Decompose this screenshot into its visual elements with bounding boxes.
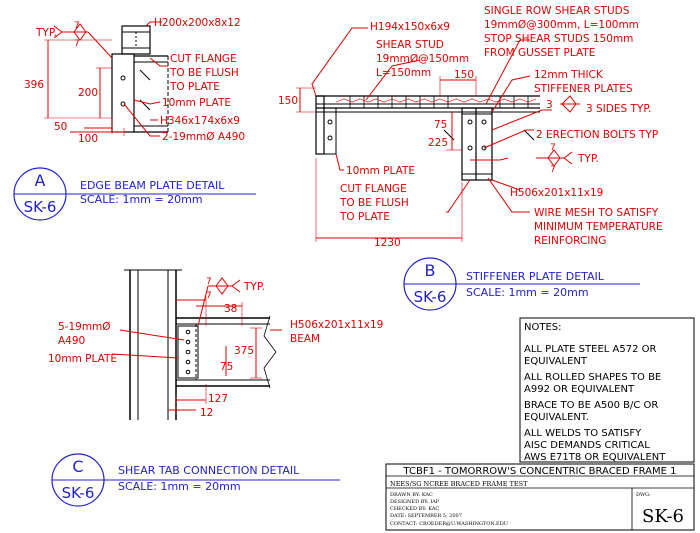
title-dwg-number: SK-6 [642,506,684,527]
detail-a-labels: TYP. 7 7 H200x200x8x12 CUT FLANGE TO BE … [24,17,245,145]
notes-box: NOTES: ALL PLATE STEEL A572 OR EQUIVALEN… [519,317,695,463]
title-checked: CHECKED BY: KAC [390,506,439,512]
title-subtitle: NEES/SG NCREE BRACED FRAME TEST [390,480,528,488]
detail-b-labels: H194x150x6x9 SHEAR STUD 19mmØ@150mm L=15… [278,5,663,249]
bubble-c: C SK-6 SHEAR TAB CONNECTION DETAIL SCALE… [51,453,340,507]
note-2a: ALL ROLLED SHAPES TO BE [524,372,661,383]
a-beam-top: H200x200x8x12 [154,17,241,29]
b-shear-stud-3: L=150mm [376,67,431,79]
detail-b-title: STIFFENER PLATE DETAIL [466,270,605,283]
b-dim-1230: 1230 [374,237,401,249]
note-4b: AISC DEMANDS CRITICAL [524,440,650,451]
c-dim-38: 38 [224,303,237,315]
b-shear-stud-1: SHEAR STUD [376,39,444,51]
c-beam-2: BEAM [290,333,320,345]
c-plate: 10mm PLATE [48,353,117,365]
a-dim-396: 396 [24,79,44,91]
detail-c-scale: SCALE: 1mm = 20mm [118,480,241,493]
b-plate: 10mm PLATE [346,165,415,177]
bubble-a-sheet: SK-6 [24,198,57,216]
b-stiff-2: STIFFENER PLATES [534,83,633,95]
c-beam-1: H506x201x11x19 [290,319,383,331]
bubble-b-sheet: SK-6 [414,288,447,306]
c-weld-size-bot: 7 [206,291,212,301]
a-weld-typ: TYP. [35,27,57,39]
title-drawn: DRAWN BY: KAC [390,492,433,498]
a-plate: 10mm PLATE [162,97,231,109]
a-cut-flange-2: TO BE FLUSH [169,67,239,79]
bubble-c-sheet: SK-6 [62,484,95,502]
bubble-a: A SK-6 EDGE BEAM PLATE DETAIL SCALE: 1mm… [13,167,256,221]
a-weld-size-top: 7 [74,21,80,31]
b-weld-size-bot: 7 [550,165,556,175]
note-3b: EQUIVALENT. [524,412,589,423]
c-weld-size-top: 7 [206,277,212,287]
a-dim-50: 50 [54,121,67,133]
b-weld-3: 3 [546,99,553,111]
bubble-a-letter: A [35,171,46,190]
b-wire-1: WIRE MESH TO SATISFY [534,207,659,219]
note-3a: BRACE TO BE A500 B/C OR [524,400,658,411]
b-dim-150-top: 150 [454,69,474,81]
detail-c-drawing [111,269,282,420]
title-designed: DESIGNED BY: IAP [390,499,440,505]
b-stiff-1: 12mm THICK [534,69,604,81]
detail-b-drawing [296,27,580,242]
detail-c-labels: 7 7 TYP. 5-19mmØ A490 10mm PLATE H506x20… [48,277,383,419]
a-cut-flange-3: TO PLATE [169,81,220,93]
detail-a-title: EDGE BEAM PLATE DETAIL [80,179,225,192]
title-dwg-label: DWG: [636,492,651,498]
b-weld-sides: 3 SIDES TYP. [586,103,651,115]
title-contact: CONTACT: CROEDER@U.WASHINGTON.EDU [390,520,508,527]
bubble-b-letter: B [425,261,436,280]
a-bolts: 2-19mmØ A490 [162,131,245,143]
detail-c-title: SHEAR TAB CONNECTION DETAIL [118,464,300,477]
notes-heading: NOTES: [524,322,562,333]
detail-a-drawing [44,21,169,137]
b-dim-225: 225 [428,137,448,149]
c-bolts-2: A490 [58,335,85,347]
c-dim-75: 75 [220,361,233,373]
c-weld-typ: TYP. [243,281,265,293]
b-cut-flange-3: TO PLATE [339,211,390,223]
detail-a-scale: SCALE: 1mm = 20mm [80,193,203,206]
title-date: DATE: SEPTEMBER 5, 2007 [390,513,462,519]
b-single-row-4: FROM GUSSET PLATE [484,47,595,59]
b-beam-top: H194x150x6x9 [370,21,450,33]
c-bolts-1: 5-19mmØ [58,321,111,333]
b-wire-2: MINIMUM TEMPERATURE [534,221,663,233]
a-cut-flange-1: CUT FLANGE [170,53,237,65]
b-wire-3: REINFORCING [534,235,606,247]
b-weld-typ: TYP. [577,153,599,165]
note-1a: ALL PLATE STEEL A572 OR [524,344,656,355]
a-dim-100: 100 [78,133,98,145]
b-beam-main: H506x201x11x19 [510,187,603,199]
b-shear-stud-2: 19mmØ@150mm [376,53,469,65]
b-cut-flange-2: TO BE FLUSH [339,197,409,209]
b-cut-flange-1: CUT FLANGE [340,183,407,195]
c-dim-375: 375 [234,345,254,357]
note-4c: AWS E71T8 OR EQUIVALENT [524,452,666,463]
b-dim-75: 75 [434,119,447,131]
title-project: TCBF1 - TOMORROW'S CONCENTRIC BRACED FRA… [402,466,676,477]
b-single-row-2: 19mmØ@300mm, L=100mm [484,19,639,31]
c-dim-127: 127 [208,393,228,405]
a-weld-size-bot: 7 [74,39,80,49]
b-dim-150-left: 150 [278,95,298,107]
note-2b: A992 OR EQUIVALENT [524,384,635,395]
b-weld-size-top: 7 [550,143,556,153]
bubble-b: B SK-6 STIFFENER PLATE DETAIL SCALE: 1mm… [403,257,640,311]
detail-b-scale: SCALE: 1mm = 20mm [466,286,589,299]
bubble-c-letter: C [72,457,83,476]
b-single-row-3: STOP SHEAR STUDS 150mm [484,33,633,45]
b-erection: 2 ERECTION BOLTS TYP [536,129,658,141]
a-dim-200: 200 [78,87,98,99]
a-beam-bot: H346x174x6x9 [160,115,240,127]
b-single-row-1: SINGLE ROW SHEAR STUDS [484,5,630,17]
note-4a: ALL WELDS TO SATISFY [524,428,642,439]
title-block: TCBF1 - TOMORROW'S CONCENTRIC BRACED FRA… [385,463,695,531]
note-1b: EQUIVALENT [524,356,588,367]
c-dim-12: 12 [200,407,213,419]
